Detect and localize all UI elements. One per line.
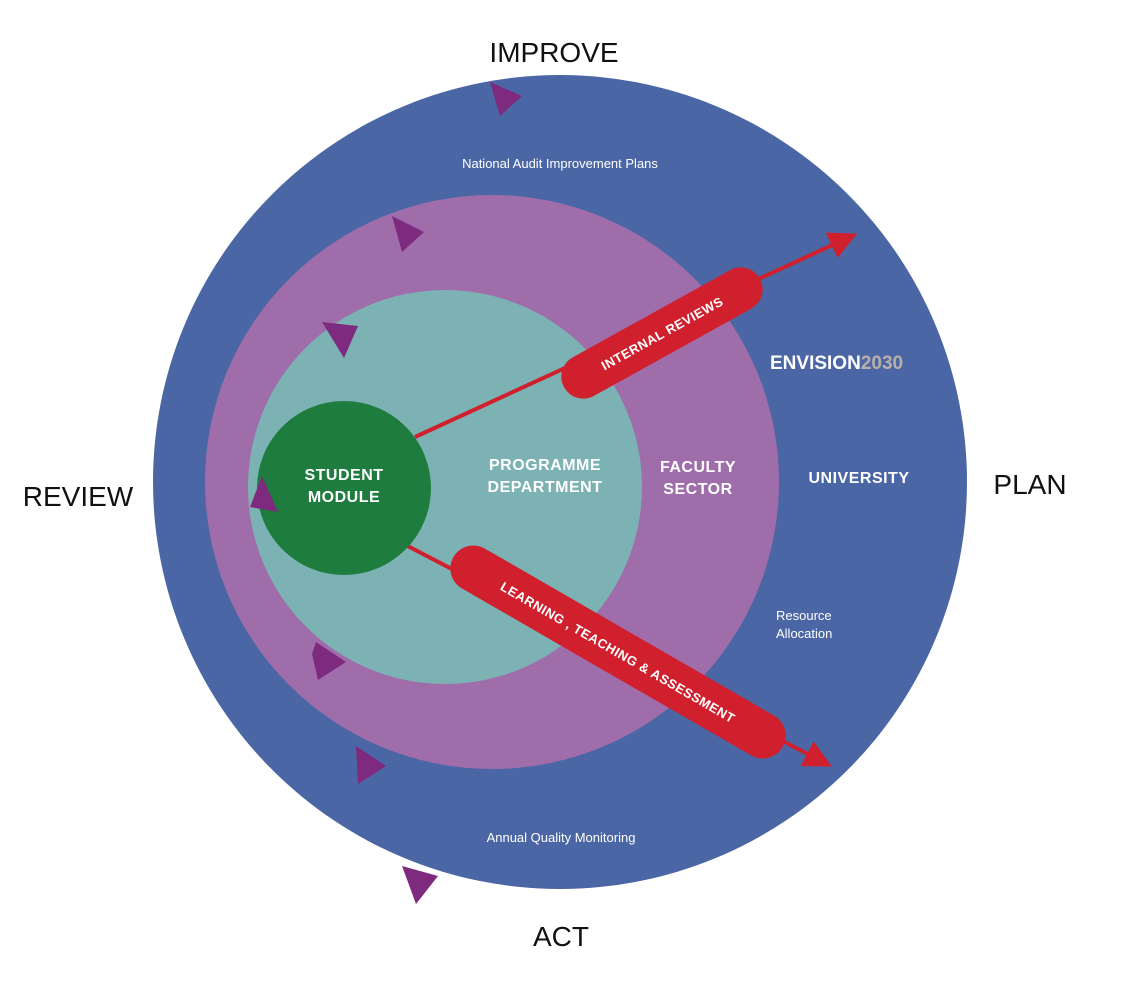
cycle-label-plan: PLAN [993, 469, 1066, 500]
cycle-label-review: REVIEW [23, 481, 134, 512]
faculty-label-line2: SECTOR [663, 481, 732, 498]
triangle-marker-icon [402, 866, 438, 904]
triangle-marker-icon [312, 642, 346, 680]
faculty-label-line1: FACULTY [660, 459, 736, 476]
university-label: UNIVERSITY [808, 470, 909, 487]
student-label-line1: STUDENT [304, 467, 383, 484]
programme-label-line1: PROGRAMME [489, 457, 601, 474]
student-circle [257, 401, 431, 575]
envision-brand: ENVISION2030 [770, 353, 903, 374]
national-audit-text: National Audit Improvement Plans [462, 156, 658, 171]
programme-label-line2: DEPARTMENT [488, 479, 603, 496]
resource-allocation-line2: Allocation [776, 626, 832, 641]
triangle-marker-icon [322, 322, 358, 358]
triangle-marker-icon [356, 746, 386, 784]
internal-reviews-pill [561, 267, 763, 399]
triangle-marker-icon [490, 82, 522, 116]
cycle-label-improve: IMPROVE [489, 37, 618, 68]
cycle-label-act: ACT [533, 921, 589, 952]
resource-allocation-line1: Resource [776, 608, 832, 623]
triangle-marker-icon [250, 476, 278, 512]
annual-quality-text: Annual Quality Monitoring [487, 830, 636, 845]
triangle-marker-icon [392, 216, 424, 252]
learning-teaching-pill [450, 545, 786, 759]
student-label-line2: MODULE [308, 489, 380, 506]
